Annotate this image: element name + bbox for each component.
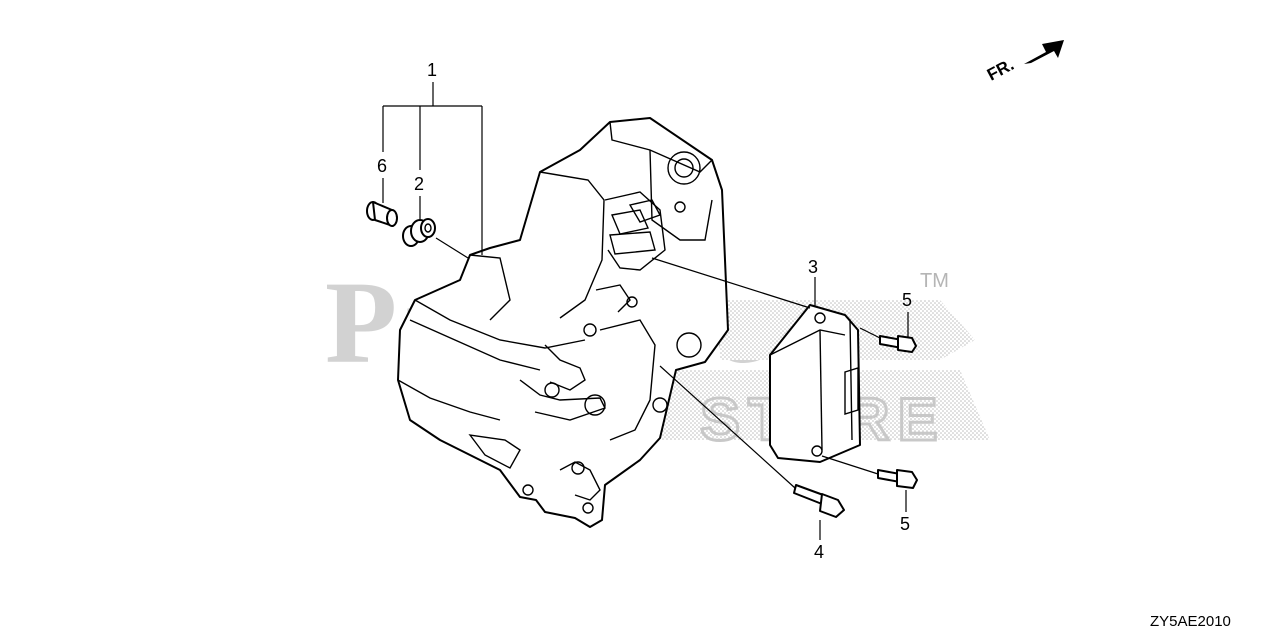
diagram-code: ZY5AE2010 bbox=[1150, 613, 1231, 630]
bolt-part-5-top bbox=[879, 335, 917, 353]
front-indicator: FR. bbox=[984, 40, 1064, 85]
callout-4: 4 bbox=[814, 542, 824, 562]
callout-3: 3 bbox=[808, 257, 818, 277]
arrow-right-icon bbox=[1024, 40, 1064, 64]
module-part-3 bbox=[769, 304, 861, 463]
bolt-part-5-bottom bbox=[877, 469, 918, 489]
collar-part-6 bbox=[366, 201, 398, 227]
callout-5-bottom: 5 bbox=[900, 514, 910, 534]
callout-2: 2 bbox=[414, 174, 424, 194]
bolt-part-4 bbox=[793, 484, 845, 518]
trademark-symbol: TM bbox=[920, 270, 949, 292]
housing-part-1 bbox=[397, 117, 729, 528]
leader-lines bbox=[382, 82, 909, 540]
callout-6: 6 bbox=[377, 156, 387, 176]
callouts: 1 6 2 3 5 5 4 bbox=[377, 60, 912, 562]
grommet-part-2 bbox=[402, 218, 436, 247]
front-label: FR. bbox=[984, 55, 1017, 85]
callout-1: 1 bbox=[427, 60, 437, 80]
callout-5-top: 5 bbox=[902, 290, 912, 310]
